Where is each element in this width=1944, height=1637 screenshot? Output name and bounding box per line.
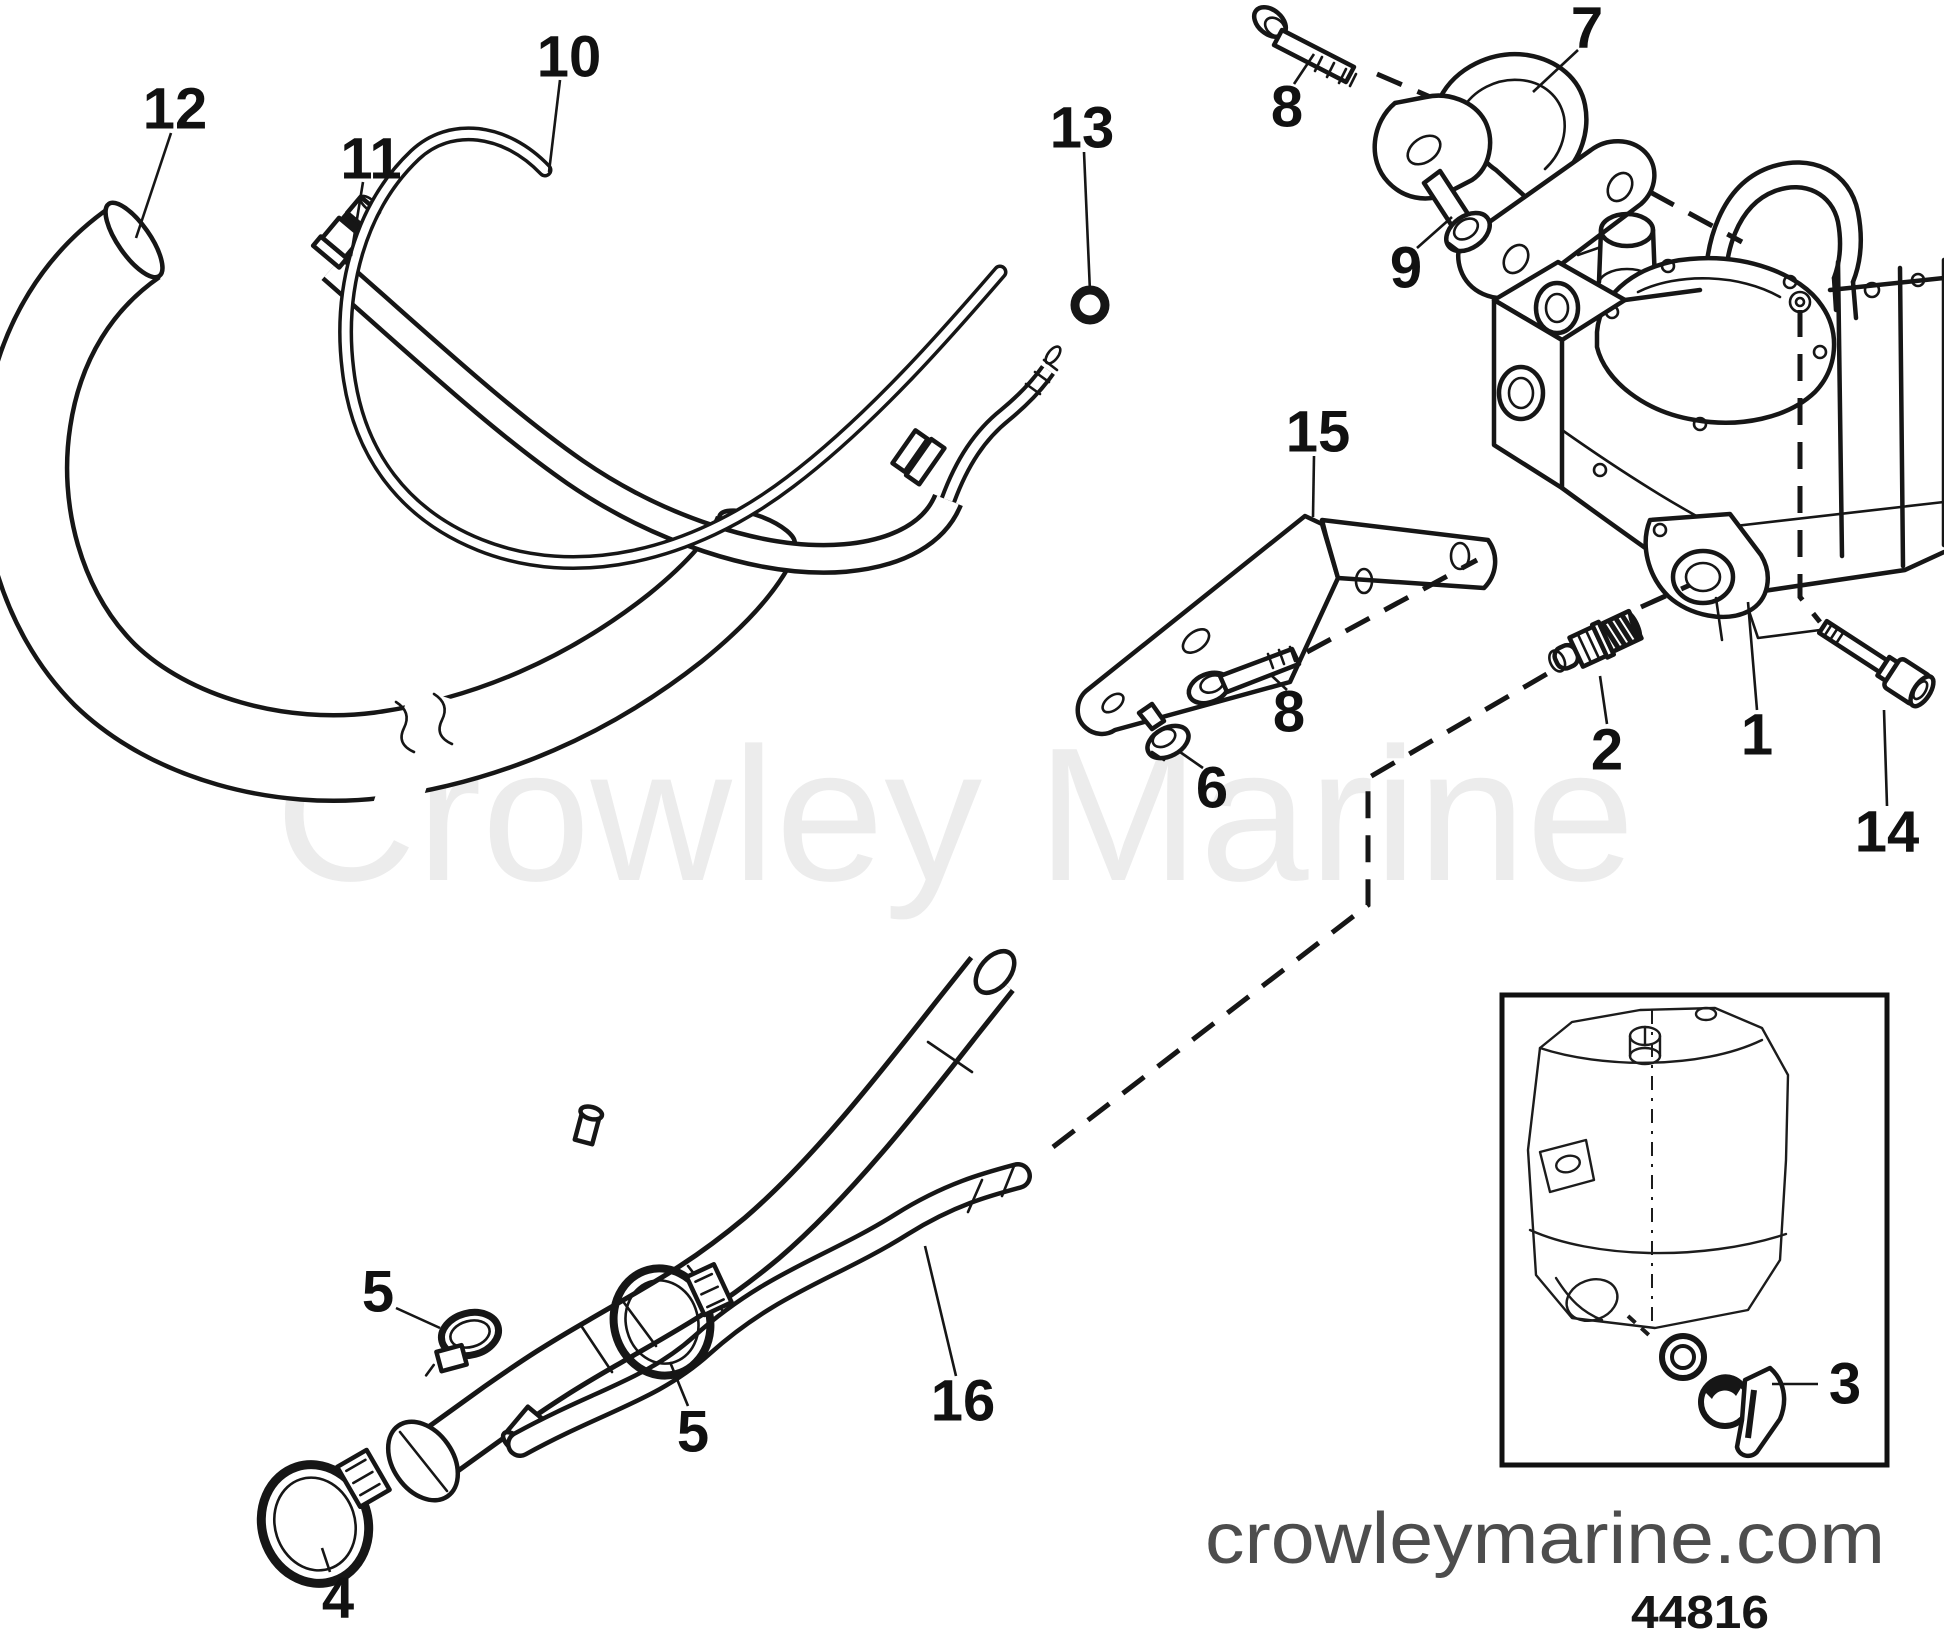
screw-6 xyxy=(1136,701,1191,762)
o-ring-13 xyxy=(1070,285,1110,325)
callout-11-leader xyxy=(349,181,365,257)
callout-label-1-0: 1 xyxy=(1741,703,1773,768)
drain-plug-3 xyxy=(1698,1365,1787,1459)
callout-label-16-17: 16 xyxy=(931,1369,996,1434)
clamp-4 xyxy=(256,1447,392,1588)
callout-label-8-8: 8 xyxy=(1271,75,1303,140)
callout-5-leader xyxy=(395,1306,441,1330)
callout-label-9-10: 9 xyxy=(1390,236,1422,301)
hose-11 xyxy=(310,194,1062,575)
hose-break-gap xyxy=(371,686,455,824)
callout-label-14-15: 14 xyxy=(1855,800,1920,865)
assembly-line-bracket7-pump xyxy=(1648,189,1744,245)
bracket-7 xyxy=(1372,51,1657,301)
callout-10-leader xyxy=(547,79,562,173)
callout-1-leader xyxy=(1746,601,1759,711)
callout-12-leader xyxy=(134,132,173,239)
hose-12 xyxy=(0,200,800,824)
footer-drawing-number: 44816 xyxy=(1631,1586,1769,1637)
footer-website: crowleymarine.com xyxy=(1205,1499,1885,1579)
bolt-8-lower xyxy=(1186,645,1302,706)
assembly-line-bolt14-pump xyxy=(1797,310,1822,624)
callout-15-leader xyxy=(1311,455,1316,518)
inset-detail-box xyxy=(1499,992,1890,1468)
screw-9 xyxy=(1421,168,1492,254)
bracket-15 xyxy=(1075,513,1498,737)
clamp-5-small xyxy=(424,1308,503,1377)
callout-8-leader xyxy=(1271,675,1288,691)
callout-label-13-14: 13 xyxy=(1050,96,1115,161)
callout-label-10-11: 10 xyxy=(537,25,602,90)
callout-8-leader xyxy=(1292,53,1316,85)
assembly-line-bolt8-bracket15 xyxy=(1305,557,1479,655)
callout-label-15-16: 15 xyxy=(1286,400,1351,465)
callout-label-2-1: 2 xyxy=(1591,718,1623,783)
callout-7-leader xyxy=(1532,49,1579,93)
callout-2-leader xyxy=(1598,675,1609,725)
fuel-pump-assembly xyxy=(1491,160,1944,642)
callout-4-leader xyxy=(320,1547,332,1573)
callout-label-8-9: 8 xyxy=(1273,680,1305,745)
callout-label-7-7: 7 xyxy=(1571,0,1603,61)
callout-label-12-13: 12 xyxy=(143,77,208,142)
callout-label-6-6: 6 xyxy=(1196,756,1228,821)
callout-label-3-2: 3 xyxy=(1829,1352,1861,1417)
callout-label-5-5: 5 xyxy=(677,1400,709,1465)
callout-9-leader xyxy=(1416,216,1453,249)
hose-union-collar xyxy=(890,428,947,487)
callout-13-leader xyxy=(1082,151,1092,293)
callout-16-leader xyxy=(923,1245,958,1377)
callout-label-5-4: 5 xyxy=(362,1260,394,1325)
assembly-line-fitting2-pump xyxy=(1639,582,1692,610)
inset-pump-sketch xyxy=(1526,1006,1790,1338)
callout-14-leader xyxy=(1882,709,1889,807)
inset-o-ring xyxy=(1659,1333,1707,1381)
fitting-2 xyxy=(1548,608,1644,673)
callout-label-11-12: 11 xyxy=(340,127,401,192)
hose-10 xyxy=(338,126,1008,571)
callout-label-4-3: 4 xyxy=(322,1566,354,1631)
callout-6-leader xyxy=(1179,750,1204,770)
bolt-14 xyxy=(1816,618,1936,709)
assembly-line-hose16-fitting2 xyxy=(1051,665,1559,1149)
callout-5-leader xyxy=(668,1361,690,1407)
